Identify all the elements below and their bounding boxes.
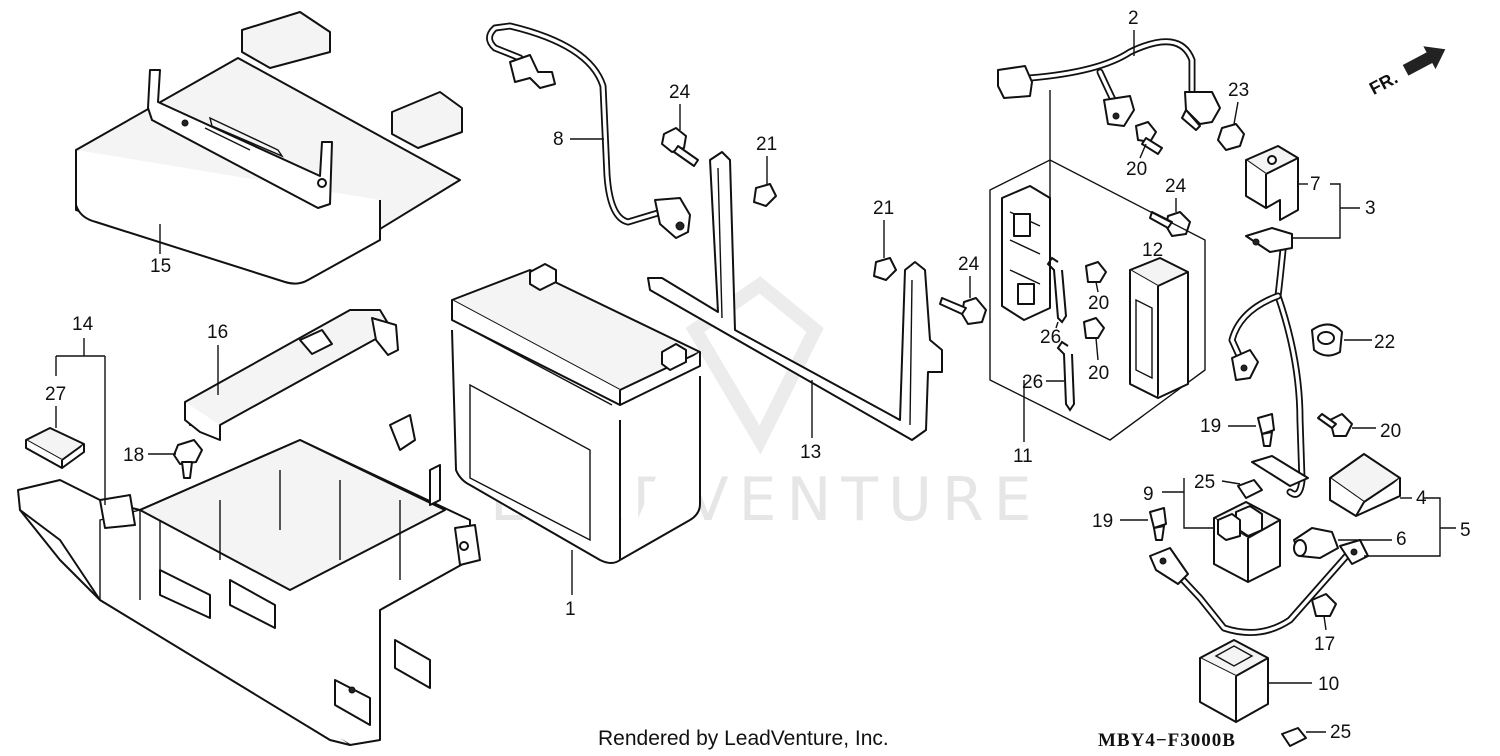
callout-2: 2 xyxy=(1128,8,1139,29)
callout-19-b: 19 xyxy=(1092,511,1113,532)
battery-cable-part xyxy=(486,22,691,239)
clip-26-a xyxy=(1046,256,1068,324)
bolt-24-c xyxy=(939,297,987,325)
callout-26-a: 26 xyxy=(1040,327,1061,348)
callout-9: 9 xyxy=(1143,484,1154,505)
bolt-20-a xyxy=(1135,121,1163,155)
callout-26-b: 26 xyxy=(1022,372,1043,393)
diagram-code: MBY4−F3000B xyxy=(1098,730,1236,751)
clamp-22 xyxy=(1311,323,1343,357)
battery-holder-part xyxy=(184,309,399,441)
callout-3: 3 xyxy=(1365,198,1376,219)
front-direction-label: FR. xyxy=(1366,68,1401,99)
fuse-25-a xyxy=(1237,455,1309,499)
callout-17: 17 xyxy=(1314,634,1335,655)
callout-13: 13 xyxy=(800,442,821,463)
callout-24-a: 24 xyxy=(669,82,691,103)
callout-21-b: 21 xyxy=(873,198,894,219)
callout-24-c: 24 xyxy=(958,254,980,275)
battery-band-part xyxy=(647,151,943,441)
battery-case-part xyxy=(17,414,481,746)
battery-negative-cable xyxy=(1149,539,1369,636)
clip-26-b xyxy=(1056,340,1076,412)
nut-21-b xyxy=(873,257,897,281)
starter-relay-part xyxy=(1213,501,1281,583)
sub-harness-part xyxy=(997,38,1221,131)
footer-credit: Rendered by LeadVenture, Inc. xyxy=(598,727,889,750)
front-arrow-icon xyxy=(1402,46,1446,76)
callout-14: 14 xyxy=(72,314,94,335)
battery-cover-part xyxy=(75,11,463,285)
bolt-24-b xyxy=(1149,211,1191,237)
nut-17 xyxy=(1311,593,1337,617)
callout-25-a: 25 xyxy=(1194,472,1215,493)
terminal-cover-7 xyxy=(1245,145,1299,221)
callout-8: 8 xyxy=(553,129,564,150)
callout-6: 6 xyxy=(1396,529,1407,550)
bolt-19-a xyxy=(1257,413,1275,447)
callout-15: 15 xyxy=(150,256,171,277)
fuse-25-b xyxy=(1281,727,1307,747)
callout-16: 16 xyxy=(207,322,228,343)
starter-cable-part xyxy=(1228,227,1306,498)
callout-20-c: 20 xyxy=(1088,363,1109,384)
callout-25-b: 25 xyxy=(1330,722,1351,743)
callout-22: 22 xyxy=(1374,332,1395,353)
callout-18: 18 xyxy=(123,445,144,466)
bolt-19-b xyxy=(1149,507,1167,541)
callout-4: 4 xyxy=(1416,488,1427,509)
callout-27: 27 xyxy=(45,384,66,405)
callout-10: 10 xyxy=(1318,674,1339,695)
callout-20-b: 20 xyxy=(1088,293,1109,314)
callout-21-a: 21 xyxy=(756,134,777,155)
callout-7: 7 xyxy=(1310,174,1321,195)
fuse-box-part xyxy=(1129,257,1189,399)
callout-23: 23 xyxy=(1228,80,1249,101)
callout-20-d: 20 xyxy=(1380,421,1401,442)
callout-1: 1 xyxy=(565,599,576,620)
nut-21-a xyxy=(753,183,777,207)
battery-part xyxy=(451,263,701,564)
front-direction-marker: FR. xyxy=(1366,46,1446,99)
callout-24-b: 24 xyxy=(1165,176,1187,197)
pad-27 xyxy=(25,427,85,469)
bolt-20-b xyxy=(1085,261,1107,283)
bolt-24-a xyxy=(661,127,699,167)
bolt-18 xyxy=(173,439,203,479)
nut-23 xyxy=(1217,123,1245,151)
callout-5: 5 xyxy=(1460,520,1471,541)
relay-cover-10 xyxy=(1199,639,1269,723)
bolt-20-c xyxy=(1083,317,1105,339)
callout-19-a: 19 xyxy=(1200,416,1221,437)
callout-20-a: 20 xyxy=(1126,159,1147,180)
terminal-cover-4 xyxy=(1329,453,1401,517)
terminal-boot-6 xyxy=(1293,527,1339,559)
callout-11: 11 xyxy=(1013,446,1033,467)
callout-12: 12 xyxy=(1142,240,1163,261)
bolt-20-d xyxy=(1317,413,1353,437)
